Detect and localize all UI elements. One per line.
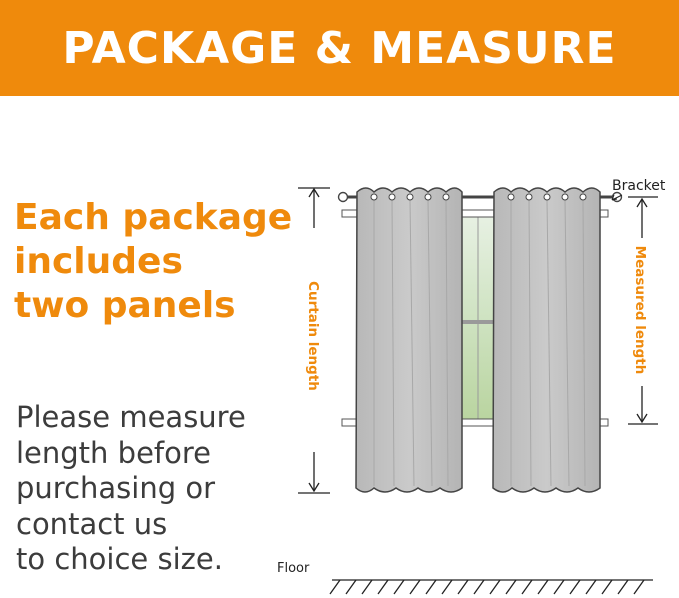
banner-title: PACKAGE & MEASURE xyxy=(62,22,617,74)
header-banner: PACKAGE & MEASURE xyxy=(0,0,679,96)
curtain-length-label: Curtain length xyxy=(305,281,321,391)
headline-line: two panels xyxy=(14,285,236,326)
measure-instructions: Please measure length before purchasing … xyxy=(16,400,246,578)
bracket-label: Bracket xyxy=(612,178,666,194)
window-top-frame xyxy=(341,209,609,218)
instruction-line: to choice size. xyxy=(16,542,223,576)
headline-line: Each package xyxy=(14,197,293,238)
curtain-panel-right xyxy=(492,187,601,493)
instruction-line: purchasing or xyxy=(16,471,216,505)
window-sill xyxy=(341,418,609,427)
package-headline: Each package includes two panels xyxy=(14,196,292,328)
instruction-line: contact us xyxy=(16,506,168,541)
measured-length-label: Measured length xyxy=(632,246,648,375)
floor-line xyxy=(329,579,653,595)
instruction-line: length before xyxy=(16,435,211,470)
measured-length-dimension xyxy=(628,196,658,425)
curtain-panel-left xyxy=(355,187,463,493)
curtain-length-dimension xyxy=(298,187,330,494)
floor-label: Floor xyxy=(277,561,310,576)
window xyxy=(457,211,499,423)
headline-line: includes xyxy=(14,241,183,282)
bracket-pointer-icon xyxy=(611,194,623,201)
instruction-line: Please measure xyxy=(16,400,246,434)
